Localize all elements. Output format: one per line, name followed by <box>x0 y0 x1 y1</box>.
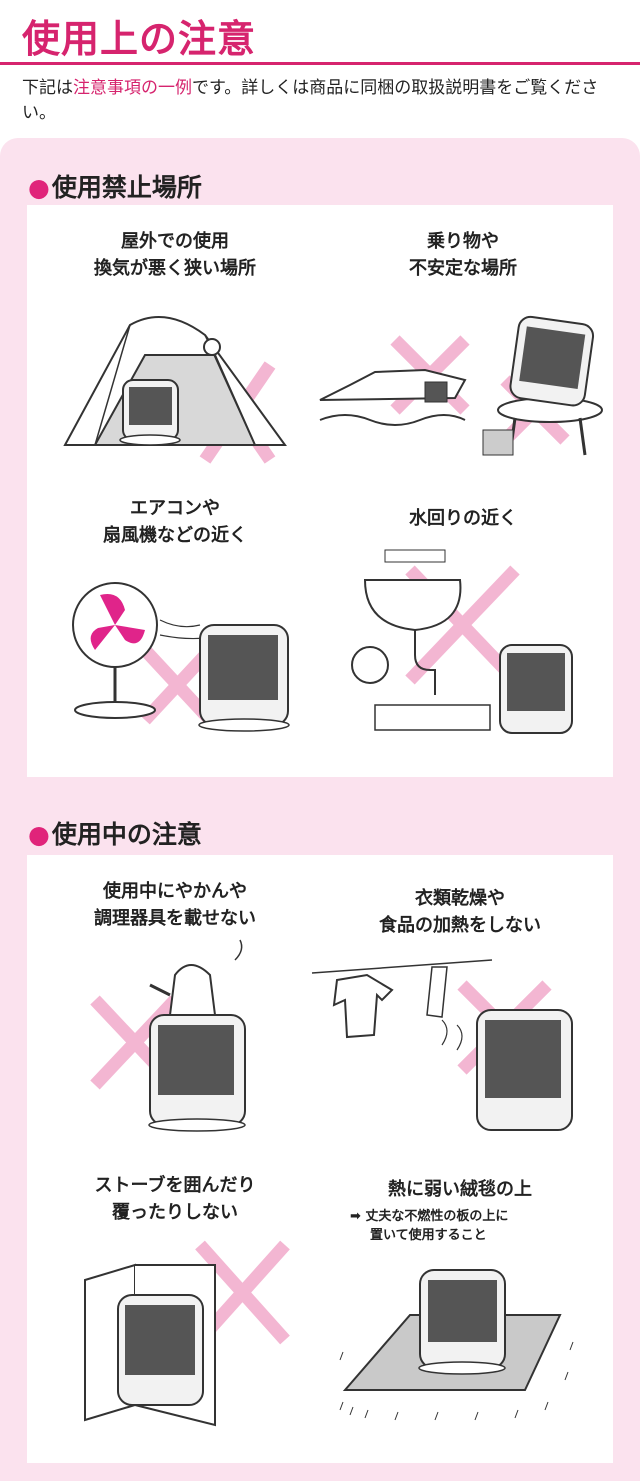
caption-outdoor: 屋外での使用換気が悪く狭い場所 <box>94 231 256 279</box>
bullet-dot-icon: ● <box>28 820 50 849</box>
page-title: 使用上の注意 <box>22 17 257 61</box>
caption-carpet: 熱に弱い絨毯の上 <box>388 1179 532 1200</box>
stove-icon <box>509 315 595 407</box>
stove-icon <box>418 1269 506 1375</box>
caption-aircon-fan: エアコンや扇風機などの近く <box>103 498 247 546</box>
caption-water: 水回りの近く <box>409 508 517 529</box>
carpet-illustration <box>339 1269 574 1421</box>
tent-illustration <box>63 316 287 464</box>
caption-kettle: 使用中にやかんや調理器具を載せない <box>94 881 256 929</box>
stove-icon <box>117 1294 204 1406</box>
carpet-note: ➡ 丈夫な不燃性の板の上に置いて使用すること <box>350 1209 509 1243</box>
intro-text: 下記は注意事項の一例です。詳しくは商品に同梱の取扱説明書をご覧ください。 <box>22 78 599 123</box>
caption-drying: 衣類乾燥や食品の加熱をしない <box>379 888 541 936</box>
bullet-dot-icon: ● <box>28 173 50 202</box>
stove-icon <box>499 644 573 734</box>
enclosure-illustration <box>84 1240 290 1427</box>
stove-icon <box>119 379 181 446</box>
vehicle-illustration <box>319 315 603 456</box>
stove-icon <box>148 1014 246 1132</box>
laundry-illustration <box>311 959 573 1131</box>
fan-illustration <box>72 582 290 732</box>
stove-icon <box>476 1009 573 1131</box>
stove-icon <box>198 624 290 732</box>
title-underline <box>0 62 640 65</box>
section-heading: ●使用禁止場所 <box>28 173 202 202</box>
caption-vehicle: 乗り物や不安定な場所 <box>409 231 517 279</box>
caption-enclose: ストーブを囲んだり覆ったりしない <box>94 1175 256 1223</box>
section-heading: ●使用中の注意 <box>28 820 202 849</box>
sink-illustration <box>351 549 573 734</box>
kettle-illustration <box>90 939 246 1132</box>
